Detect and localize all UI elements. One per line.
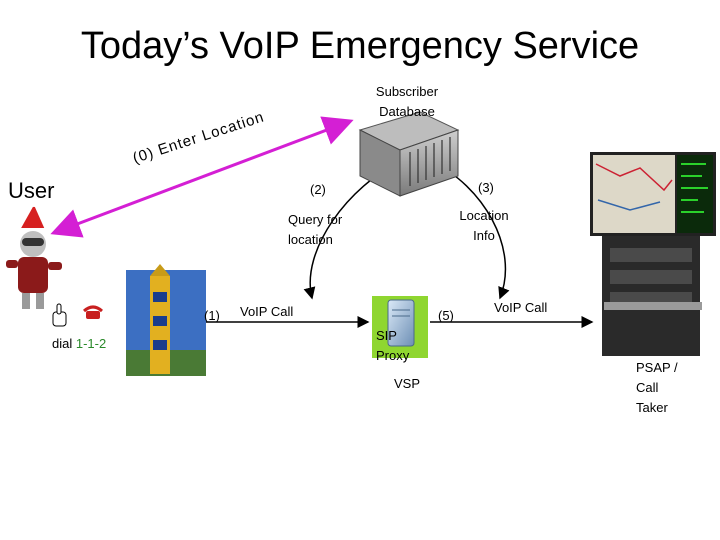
database-server-icon	[358, 111, 460, 197]
vsp-label: VSP	[394, 376, 421, 391]
sip-proxy-icon	[372, 296, 428, 358]
step-5-label: (5)	[438, 308, 454, 323]
step-1-label: (1)	[204, 308, 220, 323]
phone-icon	[83, 305, 103, 319]
psap-line1: PSAP /	[636, 360, 678, 375]
step-3-label: (3)	[478, 180, 494, 195]
location-info-line1: Location	[459, 208, 509, 223]
subscriber-database-line1: Subscriber	[375, 84, 439, 99]
sip-line2: Proxy	[376, 348, 410, 363]
subscriber-database-line2: Database	[379, 104, 435, 119]
psap-workstation-icon	[590, 152, 716, 356]
psap-line3: Taker	[636, 400, 668, 415]
dial-number: 1-1-2	[75, 336, 107, 351]
user-label: User	[8, 178, 55, 203]
location-info-line2: Info	[473, 228, 495, 243]
step-2-label: (2)	[310, 182, 326, 197]
voip-call-label-2: VoIP Call	[494, 300, 548, 315]
sip-line1: SIP	[376, 328, 397, 343]
subscriber-database-label: Subscriber Database	[360, 82, 454, 122]
psap-label: PSAP / Call Taker	[636, 358, 678, 418]
dial-prefix: dial	[52, 336, 76, 351]
location-info-label: Location Info	[456, 206, 512, 246]
psap-line2: Call	[636, 380, 659, 395]
query-for-location-label: Query for location	[288, 210, 342, 250]
query-line1: Query for	[288, 212, 343, 227]
location-arrow	[50, 116, 354, 238]
query-line2: location	[288, 232, 333, 247]
user-character-icon	[6, 199, 62, 309]
call-tower-photo	[126, 264, 206, 376]
hand-pointer-icon	[52, 303, 67, 327]
dial-label: dial 1-1-2	[52, 334, 106, 354]
voip-call-label-1: VoIP Call	[240, 304, 294, 319]
sip-proxy-label: SIP Proxy	[376, 326, 409, 366]
slide-title: Today’s VoIP Emergency Service	[80, 25, 640, 67]
